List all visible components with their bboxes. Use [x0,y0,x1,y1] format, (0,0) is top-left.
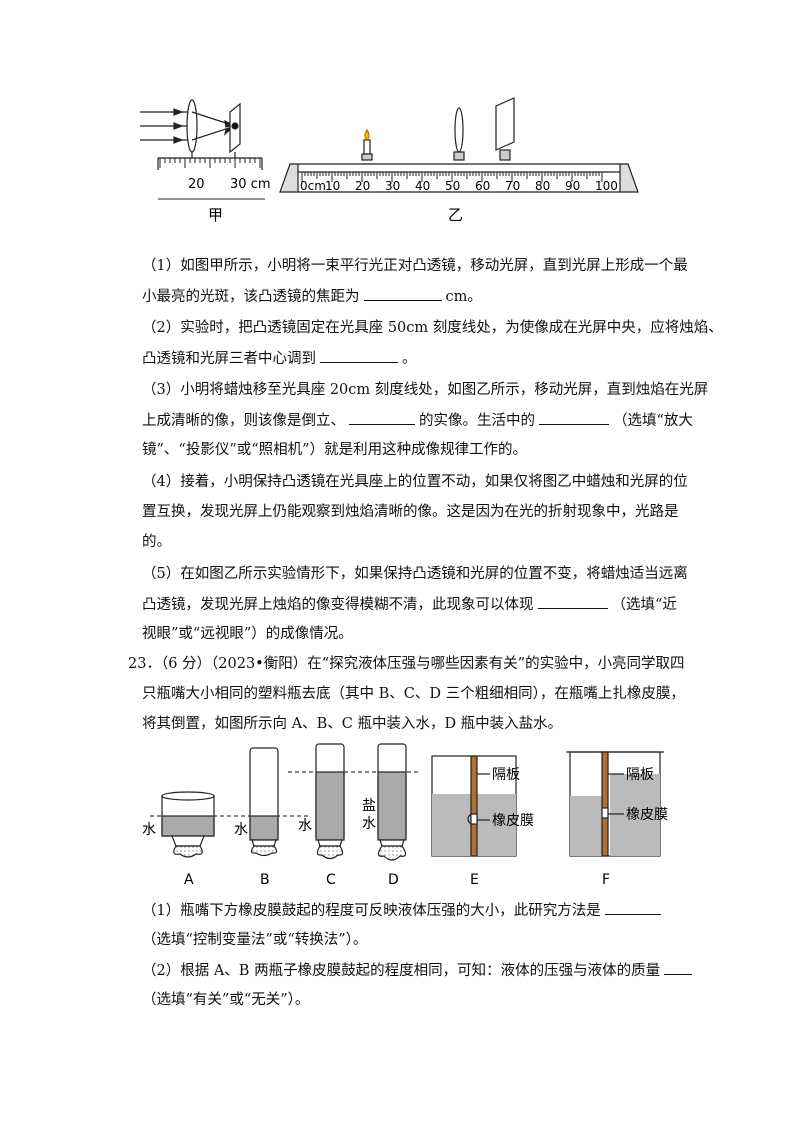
q22-p1-line1: （1）如图甲所示，小明将一束平行光正对凸透镜，移动光屏，直到光屏上形成一个最 [142,258,688,274]
image-size-blank[interactable] [349,410,415,425]
q22-p1-text: 小最亮的光斑，该凸透镜的焦距为 [142,289,360,305]
focal-length-blank[interactable] [363,286,442,301]
yi-tick-label: 30 [385,179,400,193]
q22-p5-text-b: （选填“近 [611,597,677,613]
jia-tick-label-30cm: 30 cm [230,177,271,192]
q22-p1-unit: cm。 [445,289,482,305]
q22-p2-text: 凸透镜和光屏三者中心调到 [142,351,316,367]
bottle-b [249,747,279,857]
yi-tick-label: 60 [475,179,490,193]
yi-tick-label: 40 [415,179,430,193]
q22-p3-text-b: 的实像。生活中的 [419,413,535,429]
label-f: F [602,872,610,888]
q22-p2-line2: 凸透镜和光屏三者中心调到 。 [142,348,417,369]
label-e: E [470,872,479,888]
q22-p5-text-a: 凸透镜，发现光屏上烛焰的像变得模糊不清，此现象可以体现 [142,597,534,613]
q22-p3-line1: （3）小明将蜡烛移至光具座 20cm 刻度线处，如图乙所示，移动光屏，直到烛焰在… [142,382,709,398]
yi-tick-label: 100 [595,179,618,193]
q22-p4-line1: （4）接着，小明保持凸透镜在光具座上的位置不动，如果仅将图乙中蜡烛和光屏的位 [142,474,688,490]
water-label-a: 水 [142,822,156,838]
q22-p3-text-c: （选填“放大 [613,413,693,429]
e-partition-label: 隔板 [492,767,520,783]
yi-tick-label: 80 [535,179,550,193]
yi-tick-label: 10 [325,179,340,193]
q22-p5-line3: 视眼”或“远视眼”）的成像情况。 [142,626,353,642]
q22-p3-line3: 镜”、“投影仪”或“照相机”）就是利用这种成像规律工作的。 [142,442,528,458]
q23-stem-line1: 23．（6 分）（2023•衡阳）在“探究液体压强与哪些因素有关”的实验中，小亮… [128,656,685,672]
q23-q1-text: （1）瓶嘴下方橡皮膜鼓起的程度可反映液体压强的大小，此研究方法是 [142,903,601,919]
q22-p4-line2: 置互换，发现光屏上仍能观察到烛焰清晰的像。这是因为在光的折射现象中，光路是 [142,504,679,520]
salt-label-2: 水 [362,816,376,832]
label-b: B [260,872,270,888]
water-label-c: 水 [298,818,312,834]
yi-tick-label: 90 [565,179,580,193]
bottles-figure: 隔板 橡皮膜 隔板 橡皮膜 水 水 水 盐 水 A B C D E F [142,743,668,888]
q23-q1-line2: （选填“控制变量法”或“转换法”）。 [142,932,368,948]
jia-tick-label-20: 20 [188,177,205,192]
q22-p5-line2: 凸透镜，发现光屏上烛焰的像变得模糊不清，此现象可以体现 （选填“近 [142,594,677,615]
q22-p4-line3: 的。 [142,534,171,550]
yi-tick-label: 70 [505,179,520,193]
q22-p2-line1: （2）实验时，把凸透镜固定在光具座 50cm 刻度线处，为使像成在光屏中央，应将… [142,320,723,336]
bottle-d [377,743,407,861]
device-blank[interactable] [539,410,609,425]
q22-p1-line2: 小最亮的光斑，该凸透镜的焦距为 cm。 [142,286,482,307]
q23-q1-line1: （1）瓶嘴下方橡皮膜鼓起的程度可反映液体压强的大小，此研究方法是 [142,900,665,921]
q22-p3-text-a: 上成清晰的像，则该像是倒立、 [142,413,345,429]
q23-q2-line1: （2）根据 A、B 两瓶子橡皮膜鼓起的程度相同，可知：液体的压强与液体的质量 [142,960,696,981]
q23-stem-line3: 将其倒置，如图所示向 A、B、C 瓶中装入水，D 瓶中装入盐水。 [142,716,563,732]
method-blank[interactable] [604,900,661,915]
figure-yi [279,97,639,193]
yi-tick-label: 20 [355,179,370,193]
label-d: D [388,872,399,888]
jia-label: 甲 [208,206,223,224]
salt-label-1: 盐 [362,798,376,814]
yi-tick-label: 0cm [300,179,326,193]
yi-tick-label: 50 [445,179,460,193]
eye-type-blank[interactable] [537,594,608,609]
container-e [431,755,517,857]
q22-p2-end: 。 [402,351,417,367]
bottle-c [315,743,345,860]
bottle-a [161,791,215,858]
water-label-b: 水 [234,822,248,838]
label-c: C [326,872,336,888]
q23-q2-text: （2）根据 A、B 两瓶子橡皮膜鼓起的程度相同，可知：液体的压强与液体的质量 [142,963,661,979]
yi-label: 乙 [448,206,463,224]
q22-p3-line2: 上成清晰的像，则该像是倒立、 的实像。生活中的 （选填“放大 [142,410,693,431]
f-membrane-label: 橡皮膜 [626,807,668,823]
e-membrane-label: 橡皮膜 [492,813,534,829]
height-blank[interactable] [320,348,398,363]
f-partition-label: 隔板 [626,767,654,783]
figure-jia [140,99,263,170]
q23-stem-line2: 只瓶嘴大小相同的塑料瓶去底（其中 B、C、D 三个粗细相同），在瓶嘴上扎橡皮膜， [142,686,685,702]
container-f [566,751,664,857]
mass-relation-blank[interactable] [664,960,693,975]
q22-p5-line1: （5）在如图乙所示实验情形下，如果保持凸透镜和光屏的位置不变，将蜡烛适当远离 [142,566,688,582]
label-a: A [184,872,194,888]
q23-q2-line2: （选填“有关”或“无关”）。 [142,992,310,1008]
